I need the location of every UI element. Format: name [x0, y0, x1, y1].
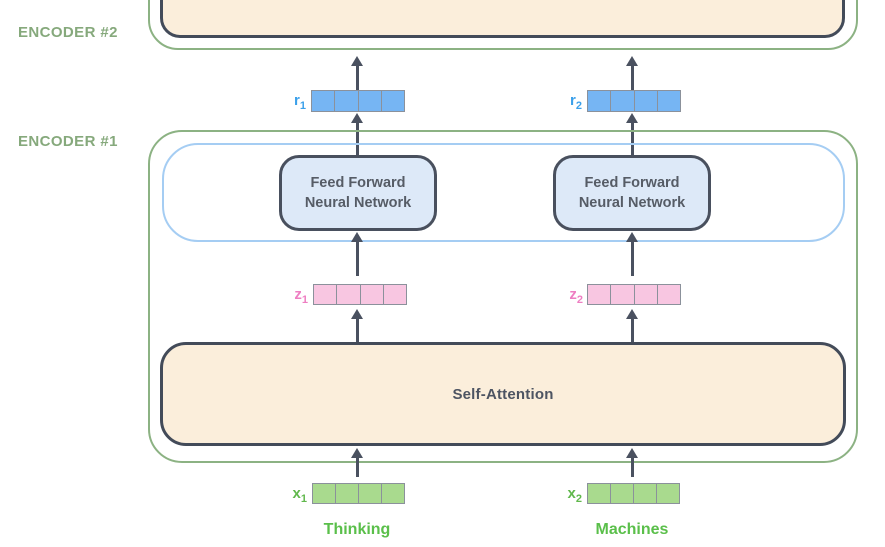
ffn-box-1-line2: Neural Network [304, 195, 412, 211]
vector-cell [337, 285, 361, 304]
arrow-head-icon [626, 448, 638, 458]
arrow-attention-to-z2 [626, 309, 638, 344]
input-token-2: Machines [595, 521, 669, 538]
vector-cell [335, 91, 359, 111]
vector-cell [382, 484, 404, 503]
ffn-box-2: Feed Forward Neural Network [553, 155, 711, 231]
vector-cell [381, 91, 404, 111]
encoder2-self-attention-box [160, 0, 845, 38]
vector-r2 [587, 90, 681, 112]
arrow-z2-to-ffn2 [626, 232, 638, 276]
encoder1-label: ENCODER #1 [18, 133, 118, 150]
ffn-layer-outline [162, 143, 845, 242]
vector-cell [588, 91, 612, 111]
arrow-ffn1-to-r1 [351, 113, 363, 155]
vector-cell [588, 484, 611, 503]
vector-label-z1: z1 [294, 286, 308, 306]
self-attention-label: Self-Attention [452, 385, 554, 403]
vector-cell [588, 285, 612, 304]
vector-cell [360, 285, 384, 304]
vector-z1 [313, 284, 407, 305]
vector-label-z2: z2 [569, 286, 583, 306]
arrow-head-icon [351, 309, 363, 319]
vector-label-x1: x1 [292, 485, 307, 505]
vector-r1 [311, 90, 405, 112]
ffn-box-1-line1: Feed Forward [310, 174, 406, 191]
ffn-box-1: Feed Forward Neural Network [279, 155, 437, 231]
arrow-ffn2-to-r2 [626, 113, 638, 155]
vector-cell [611, 91, 635, 111]
vector-cell [358, 91, 382, 111]
vector-label-r1: r1 [294, 92, 306, 112]
encoder2-outline [148, 0, 858, 50]
arrow-head-icon [351, 448, 363, 458]
vector-cell [634, 285, 658, 304]
vector-cell [657, 484, 679, 503]
vector-cell [336, 484, 359, 503]
vector-cell [657, 91, 680, 111]
arrow-head-icon [351, 56, 363, 66]
vector-cell [611, 285, 635, 304]
ffn-box-2-line2: Neural Network [578, 195, 686, 211]
arrow-x2-to-attention [626, 448, 638, 477]
encoder1-outline [148, 130, 858, 463]
vector-cell [611, 484, 634, 503]
vector-x1 [312, 483, 405, 504]
arrow-head-icon [351, 113, 363, 123]
arrow-head-icon [626, 232, 638, 242]
vector-cell [383, 285, 406, 304]
ffn-box-2-line1: Feed Forward [584, 174, 680, 191]
arrow-head-icon [351, 232, 363, 242]
vector-label-x2: x2 [567, 485, 582, 505]
arrow-z1-to-ffn1 [351, 232, 363, 276]
arrow-attention-to-z1 [351, 309, 363, 344]
vector-cell [634, 91, 658, 111]
input-token-1: Thinking [323, 521, 391, 538]
vector-cell [313, 484, 336, 503]
vector-z2 [587, 284, 681, 305]
encoder2-label: ENCODER #2 [18, 24, 118, 41]
vector-cell [314, 285, 338, 304]
vector-cell [634, 484, 657, 503]
arrow-head-icon [626, 309, 638, 319]
arrow-x1-to-attention [351, 448, 363, 477]
arrow-r2-to-encoder2 [626, 56, 638, 90]
arrow-head-icon [626, 56, 638, 66]
vector-cell [312, 91, 336, 111]
arrow-r1-to-encoder2 [351, 56, 363, 90]
arrow-head-icon [626, 113, 638, 123]
vector-cell [657, 285, 680, 304]
vector-label-r2: r2 [570, 92, 582, 112]
vector-cell [359, 484, 382, 503]
vector-x2 [587, 483, 680, 504]
self-attention-box: Self-Attention [160, 342, 846, 446]
